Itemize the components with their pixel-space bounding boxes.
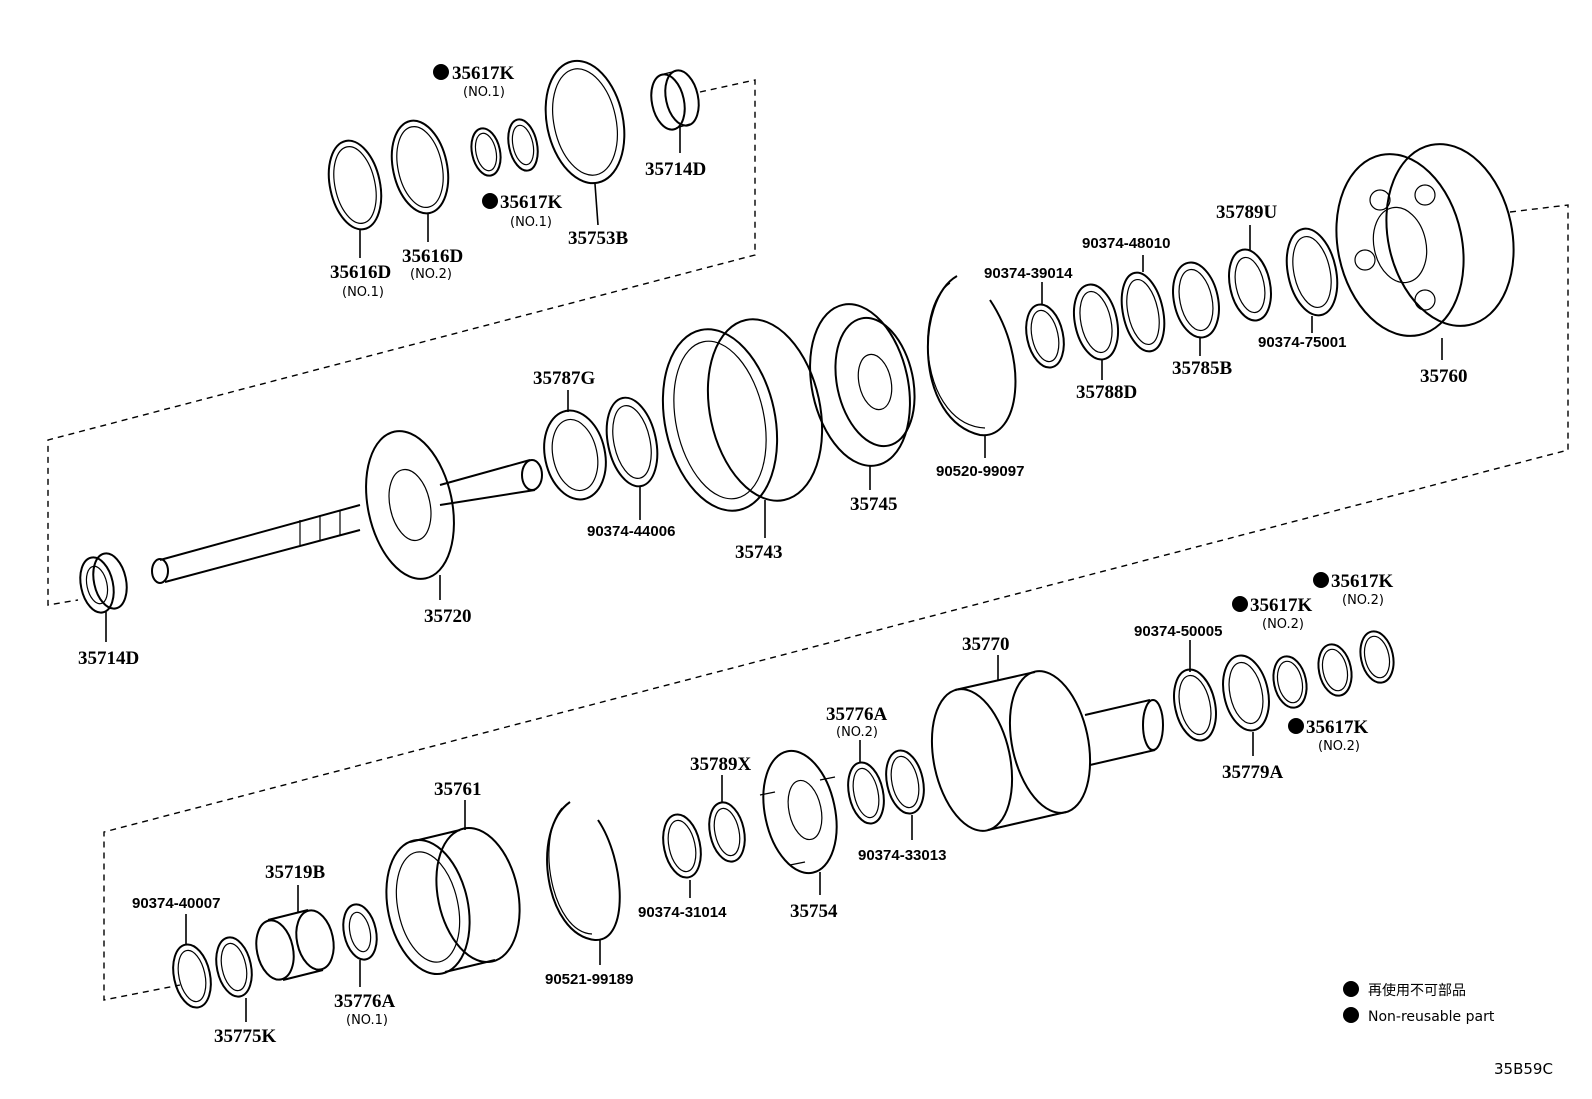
- bearing-90374-48010[interactable]: [1115, 269, 1171, 356]
- shaft-carrier-35720[interactable]: [151, 423, 543, 587]
- dashed-guide-lines: [47, 79, 1569, 1001]
- label-35776A-no1-sub: (NO.1): [346, 1013, 388, 1028]
- label-35617K-e-sub: (NO.2): [1342, 593, 1384, 608]
- label-35760[interactable]: 35760: [1420, 366, 1468, 387]
- plate-35754[interactable]: [753, 744, 847, 880]
- plate-35753B[interactable]: [535, 53, 635, 190]
- legend-jp: 再使用不可部品: [1368, 982, 1466, 999]
- label-90374-39014[interactable]: 90374-39014: [984, 265, 1073, 282]
- label-35719B[interactable]: 35719B: [265, 862, 326, 883]
- label-35617K-b-sub: (NO.1): [510, 215, 552, 230]
- drum-35770[interactable]: [920, 664, 1164, 839]
- flange-35745[interactable]: [796, 295, 926, 475]
- label-35617K-e[interactable]: 35617K: [1331, 571, 1394, 592]
- washer-35789X[interactable]: [704, 799, 750, 865]
- bearing-35714D-top[interactable]: [647, 67, 704, 132]
- bearing-90374-33013[interactable]: [881, 747, 930, 817]
- label-90374-48010[interactable]: 90374-48010: [1082, 235, 1170, 252]
- part-labels: 35617K (NO.1) 35617K (NO.1) 35616D (NO.1…: [78, 63, 1468, 1047]
- label-90374-40007[interactable]: 90374-40007: [132, 895, 220, 912]
- bearing-90374-31014[interactable]: [658, 811, 707, 881]
- leader-lines: [105, 126, 1443, 1022]
- label-35785B[interactable]: 35785B: [1172, 358, 1233, 379]
- sun-gear-35761[interactable]: [375, 820, 532, 982]
- label-35761[interactable]: 35761: [434, 779, 482, 800]
- ring-gear-35743[interactable]: [647, 309, 838, 522]
- bearing-90374-39014[interactable]: [1021, 301, 1070, 371]
- label-35617K-d[interactable]: 35617K: [1306, 717, 1369, 738]
- label-35617K-a[interactable]: 35617K: [452, 63, 515, 84]
- legend-bullet-icon: [1343, 981, 1359, 997]
- label-35776A-no1[interactable]: 35776A: [334, 991, 396, 1012]
- seal-ring-35616D-no2[interactable]: [384, 115, 456, 218]
- label-35789X[interactable]: 35789X: [690, 754, 752, 775]
- planetary-carrier-35760[interactable]: [1320, 132, 1530, 348]
- race-35776A-no1[interactable]: [339, 901, 382, 962]
- snap-ring-35617K-no2-e[interactable]: [1356, 628, 1398, 686]
- snap-ring-35617K-no2-c[interactable]: [1269, 653, 1311, 711]
- washer-35788D[interactable]: [1068, 280, 1125, 363]
- non-reusable-marker: [1313, 572, 1329, 588]
- label-90374-50005[interactable]: 90374-50005: [1134, 623, 1222, 640]
- label-35776A-no2[interactable]: 35776A: [826, 704, 888, 725]
- label-35754[interactable]: 35754: [790, 901, 838, 922]
- race-35776A-no2[interactable]: [843, 759, 889, 827]
- snap-ring-35617K-no1-b[interactable]: [504, 117, 542, 174]
- bearing-35719B[interactable]: [251, 907, 339, 983]
- snap-ring-35617K-no1-a[interactable]: [467, 126, 504, 179]
- label-35789U[interactable]: 35789U: [1216, 202, 1278, 223]
- snap-ring-90521-99189[interactable]: [546, 801, 621, 942]
- label-90374-75001[interactable]: 90374-75001: [1258, 334, 1346, 351]
- non-reusable-marker: [1232, 596, 1248, 612]
- snap-ring-90520-99097[interactable]: [926, 275, 1017, 437]
- bearing-90374-50005[interactable]: [1168, 666, 1222, 745]
- label-35616D-no2-sub: (NO.2): [410, 267, 452, 282]
- bearing-90374-44006[interactable]: [599, 393, 665, 491]
- label-35616D-no1-sub: (NO.1): [342, 285, 384, 300]
- snap-ring-35617K-no2-d[interactable]: [1314, 641, 1356, 699]
- label-35616D-no2[interactable]: 35616D: [402, 246, 463, 267]
- non-reusable-marker: [433, 64, 449, 80]
- label-35745[interactable]: 35745: [850, 494, 898, 515]
- seal-ring-35616D-no1[interactable]: [321, 136, 389, 234]
- label-35775K[interactable]: 35775K: [214, 1026, 277, 1047]
- legend-en: Non-reusable part: [1368, 1009, 1495, 1025]
- label-35617K-c[interactable]: 35617K: [1250, 595, 1313, 616]
- label-90374-31014[interactable]: 90374-31014: [638, 904, 727, 921]
- bearing-90374-40007[interactable]: [168, 941, 217, 1011]
- label-35617K-d-sub: (NO.2): [1318, 739, 1360, 754]
- washer-35775K[interactable]: [211, 934, 257, 1000]
- non-reusable-marker: [1288, 718, 1304, 734]
- label-35714D-left[interactable]: 35714D: [78, 648, 139, 669]
- label-35779A[interactable]: 35779A: [1222, 762, 1284, 783]
- label-90374-33013[interactable]: 90374-33013: [858, 847, 946, 864]
- washer-35787G[interactable]: [536, 405, 613, 506]
- label-35743[interactable]: 35743: [735, 542, 783, 563]
- diagram-code: 35B59C: [1494, 1060, 1553, 1078]
- washer-35779A[interactable]: [1217, 651, 1276, 734]
- label-35720[interactable]: 35720: [424, 606, 472, 627]
- non-reusable-marker: [482, 193, 498, 209]
- label-35788D[interactable]: 35788D: [1076, 382, 1137, 403]
- label-35617K-b[interactable]: 35617K: [500, 192, 563, 213]
- label-90520-99097[interactable]: 90520-99097: [936, 463, 1024, 480]
- legend: 再使用不可部品 Non-reusable part: [1343, 981, 1495, 1025]
- label-90521-99189[interactable]: 90521-99189: [545, 971, 633, 988]
- thrust-bearing-90374-75001[interactable]: [1279, 224, 1344, 320]
- label-35770[interactable]: 35770: [962, 634, 1010, 655]
- label-35753B[interactable]: 35753B: [568, 228, 629, 249]
- label-35714D-top[interactable]: 35714D: [645, 159, 706, 180]
- legend-bullet-icon: [1343, 1007, 1359, 1023]
- label-35787G[interactable]: 35787G: [533, 368, 596, 389]
- label-35776A-no2-sub: (NO.2): [836, 725, 878, 740]
- label-35616D-no1[interactable]: 35616D: [330, 262, 391, 283]
- washer-35785B[interactable]: [1167, 258, 1226, 341]
- label-35617K-a-sub: (NO.1): [463, 85, 505, 100]
- race-35789U[interactable]: [1223, 246, 1277, 325]
- label-90374-44006[interactable]: 90374-44006: [587, 523, 675, 540]
- bearing-35714D-left[interactable]: [76, 550, 132, 615]
- label-35617K-c-sub: (NO.2): [1262, 617, 1304, 632]
